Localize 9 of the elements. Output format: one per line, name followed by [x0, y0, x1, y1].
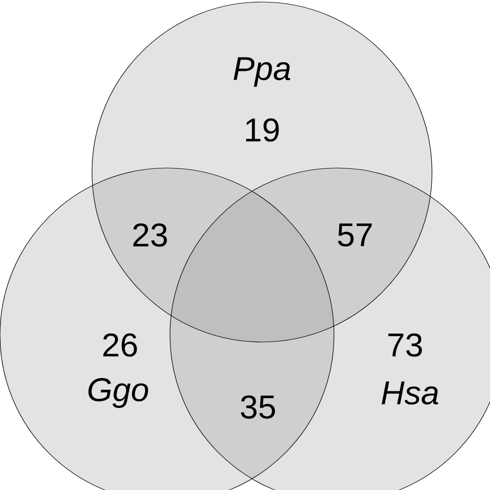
count-label: 57: [338, 223, 372, 247]
count-label: 19: [246, 118, 279, 142]
count-label: 35: [240, 395, 275, 419]
set-name: Hsa: [382, 381, 438, 405]
set-name: Ggo: [88, 378, 148, 408]
count-label: 23: [133, 223, 167, 247]
set-name: Ppa: [234, 57, 290, 87]
count-label: 26: [103, 333, 137, 357]
count-label: 73: [388, 333, 422, 357]
